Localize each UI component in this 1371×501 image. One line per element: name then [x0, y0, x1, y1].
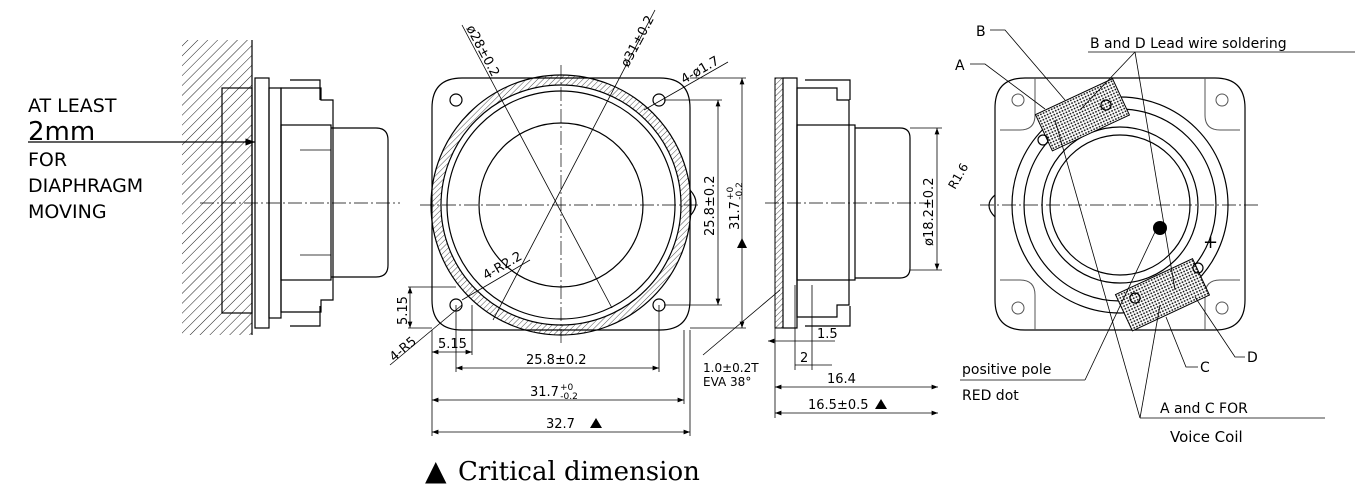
- dim-depth-total: 16.5±0.5: [808, 398, 869, 413]
- note-line: MOVING: [28, 201, 107, 223]
- dim-height: 31.7+0-0.2: [726, 182, 745, 230]
- label-c: C: [1200, 360, 1210, 376]
- dim-holes: 4-ø1.7: [679, 54, 723, 88]
- note-line: FOR: [28, 149, 67, 171]
- voice-coil-note-2: Voice Coil: [1170, 428, 1243, 446]
- red-dot-marker: [1153, 221, 1167, 235]
- plus-sign: +: [1203, 232, 1218, 253]
- note-line: DIAPHRAGM: [28, 175, 143, 197]
- lead-wire-note: B and D Lead wire soldering: [1090, 36, 1287, 52]
- critical-dimension-icon: ▲: [425, 454, 447, 487]
- dim-corner-radius: 4-R5: [387, 334, 420, 365]
- dim-dia-inner: ø28±0.2: [462, 23, 502, 80]
- dim-2: 2: [800, 351, 808, 366]
- dim-magnet-diameter: ø18.2±0.2: [922, 178, 937, 246]
- dim-1-5: 1.5: [817, 327, 838, 342]
- note-line: AT LEAST: [28, 95, 117, 117]
- label-a: A: [955, 58, 965, 74]
- critical-marker-icon: [737, 238, 747, 248]
- legend: ▲ Critical dimension: [425, 454, 700, 487]
- label-d: D: [1247, 350, 1258, 366]
- critical-marker-icon: [590, 418, 602, 428]
- dim-radius: R1.6: [945, 161, 971, 192]
- critical-marker-icon: [875, 399, 887, 409]
- gasket-material: EVA 38°: [703, 375, 751, 389]
- red-dot-label: RED dot: [962, 388, 1019, 404]
- dim-offset-horizontal: 5.15: [438, 337, 467, 352]
- label-b: B: [976, 24, 986, 40]
- clearance-note: AT LEAST 2mm FOR DIAPHRAGM MOVING: [28, 95, 255, 223]
- dim-width: 31.7+0-0.2: [530, 383, 578, 402]
- gasket-thickness: 1.0±0.2T: [703, 361, 759, 375]
- dim-hole-pitch-vertical: 25.8±0.2: [703, 175, 718, 236]
- rear-view: + B A B and D Lead wire soldering R1.6 p…: [945, 24, 1355, 446]
- dim-offset-vertical: 5.15: [396, 296, 411, 325]
- dim-dia-outer: ø31±0.2: [618, 13, 658, 70]
- side-view-left: [200, 77, 400, 329]
- dim-overall: 32.7: [546, 417, 575, 432]
- voice-coil-note: A and C FOR: [1160, 401, 1248, 417]
- front-view: ø28±0.2 ø31±0.2 4-ø1.7 4-R5 4-R2.2 5.15 …: [387, 9, 747, 436]
- side-view-right: ø18.2±0.2 1.5 2 1.0±0.2T EVA 38° 16.4 16…: [702, 77, 942, 418]
- dim-hole-pitch-horizontal: 25.8±0.2: [526, 353, 587, 368]
- positive-pole-label: positive pole: [962, 362, 1051, 378]
- legend-text: Critical dimension: [458, 457, 700, 487]
- mounting-wall: [182, 40, 253, 335]
- dim-depth: 16.4: [827, 372, 856, 387]
